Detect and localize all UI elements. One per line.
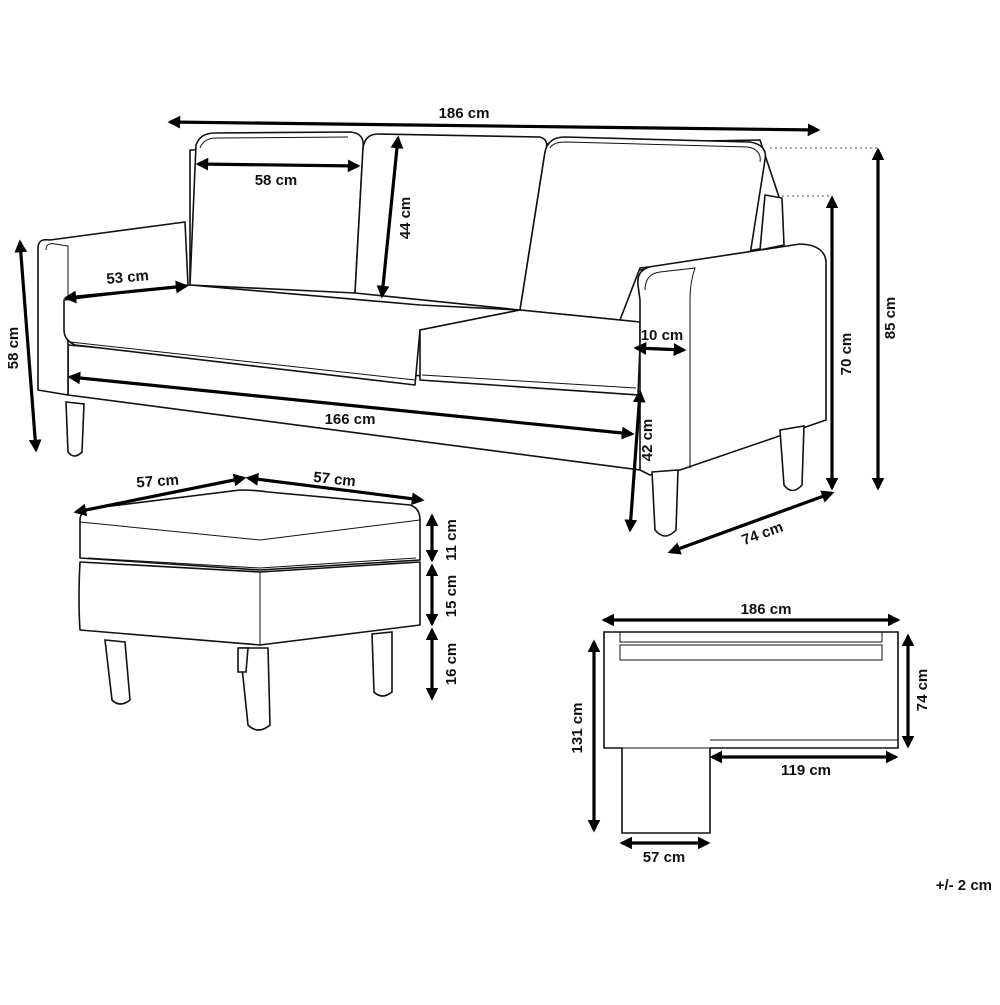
ottoman-illustration [78, 489, 421, 731]
label-back-height: 70 cm [838, 333, 855, 376]
label-seat-depth: 53 cm [106, 267, 150, 288]
label-back-cushion-height: 44 cm [397, 197, 414, 240]
sofa-leg-right [779, 425, 805, 492]
ottoman-base [78, 561, 421, 646]
right-armrest [637, 243, 827, 476]
label-plan-chaise-width: 57 cm [643, 849, 686, 866]
plan-view [603, 631, 899, 834]
label-seat-height: 42 cm [639, 419, 656, 462]
label-ottoman-leg-height: 16 cm [443, 643, 460, 686]
tolerance-note: +/- 2 cm [936, 877, 992, 894]
seat-cushion-left [63, 284, 521, 386]
label-back-cushion-width: 58 cm [255, 172, 298, 189]
label-total-height: 85 cm [882, 297, 899, 340]
dimension-lines [14, 115, 915, 850]
label-sofa-width: 186 cm [439, 105, 490, 122]
label-plan-total-depth: 131 cm [569, 703, 586, 754]
ottoman-leg-1 [104, 639, 131, 705]
label-seat-width: 166 cm [325, 411, 376, 428]
sofa-leg-front [651, 469, 679, 537]
back-cushion-left [189, 131, 365, 294]
label-plan-width: 186 cm [741, 601, 792, 618]
label-plan-sofa-depth: 74 cm [914, 669, 931, 712]
seat-cushion-right [419, 309, 641, 396]
label-arm-width: 10 cm [641, 327, 684, 344]
ottoman-leg-2 [239, 647, 271, 731]
label-ottoman-base-height: 15 cm [443, 575, 460, 618]
ottoman-leg-3 [371, 631, 393, 697]
ottoman-leg-4 [237, 647, 249, 673]
label-arm-height: 58 cm [5, 327, 22, 370]
plan-outline [603, 631, 899, 834]
label-plan-sofa-only-width: 119 cm [781, 762, 831, 779]
label-ottoman-cushion-height: 11 cm [443, 519, 460, 561]
label-ottoman-depth: 57 cm [312, 469, 356, 490]
sofa-leg-left [65, 401, 85, 457]
label-ottoman-width: 57 cm [136, 472, 180, 492]
back-cushion-right [519, 136, 767, 321]
